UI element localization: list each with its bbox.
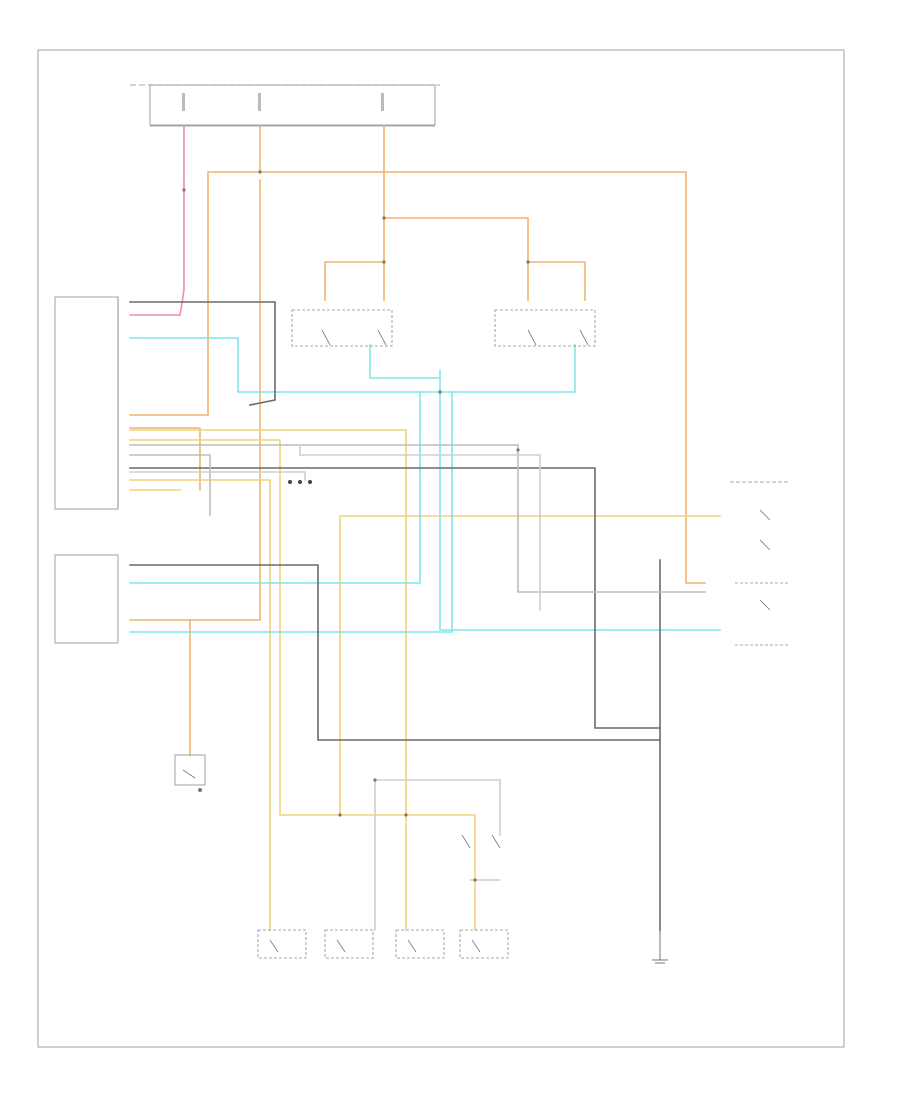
bottom-switch-4 [459,929,509,959]
bottom-switch-1 [257,929,307,959]
wire-pink [129,125,185,316]
wire-gray-1 [129,454,211,516]
wire-gray-6 [129,471,306,481]
switch-group-left [291,309,393,347]
wire-orange-4 [129,179,261,621]
wire-dark-4 [129,301,276,406]
wire-cyan-6 [129,391,453,633]
right-switch-lower [735,599,790,646]
right-switch-upper [730,481,790,584]
bottom-switch-2 [324,929,374,959]
module-left-upper [54,296,119,510]
wire-cyan-4 [439,391,721,631]
wire-dark-2 [129,467,661,931]
switch-icon [174,754,206,792]
bottom-switch-3 [395,929,445,959]
wire-orange-top [207,171,706,584]
module-left-lower [54,554,119,644]
connector-icon [288,480,312,484]
junctions [182,170,530,882]
wire-cyan-3 [369,344,441,379]
wire-gray-3 [299,444,541,611]
switch-group-right [494,309,596,347]
ground-icon [652,930,668,964]
wire-yellow-4 [129,479,271,931]
door-switch-pair [461,834,501,881]
fuse-block [130,84,440,127]
wire-gray-2 [129,444,706,593]
wire-gray-5 [374,779,501,836]
wire-orange-9 [129,427,201,491]
wire-yellow-3 [129,439,476,931]
wire-cyan-2 [439,344,576,393]
wire-orange-6 [324,217,385,301]
diagram-frame [37,49,845,1048]
wire-dark-1 [129,564,661,741]
wire-cyan-5 [129,391,421,584]
wire-yellow-2 [339,515,721,816]
wire-yellow-1 [129,429,407,931]
wire-orange-5 [383,125,586,301]
wire-cyan-1 [129,337,441,393]
